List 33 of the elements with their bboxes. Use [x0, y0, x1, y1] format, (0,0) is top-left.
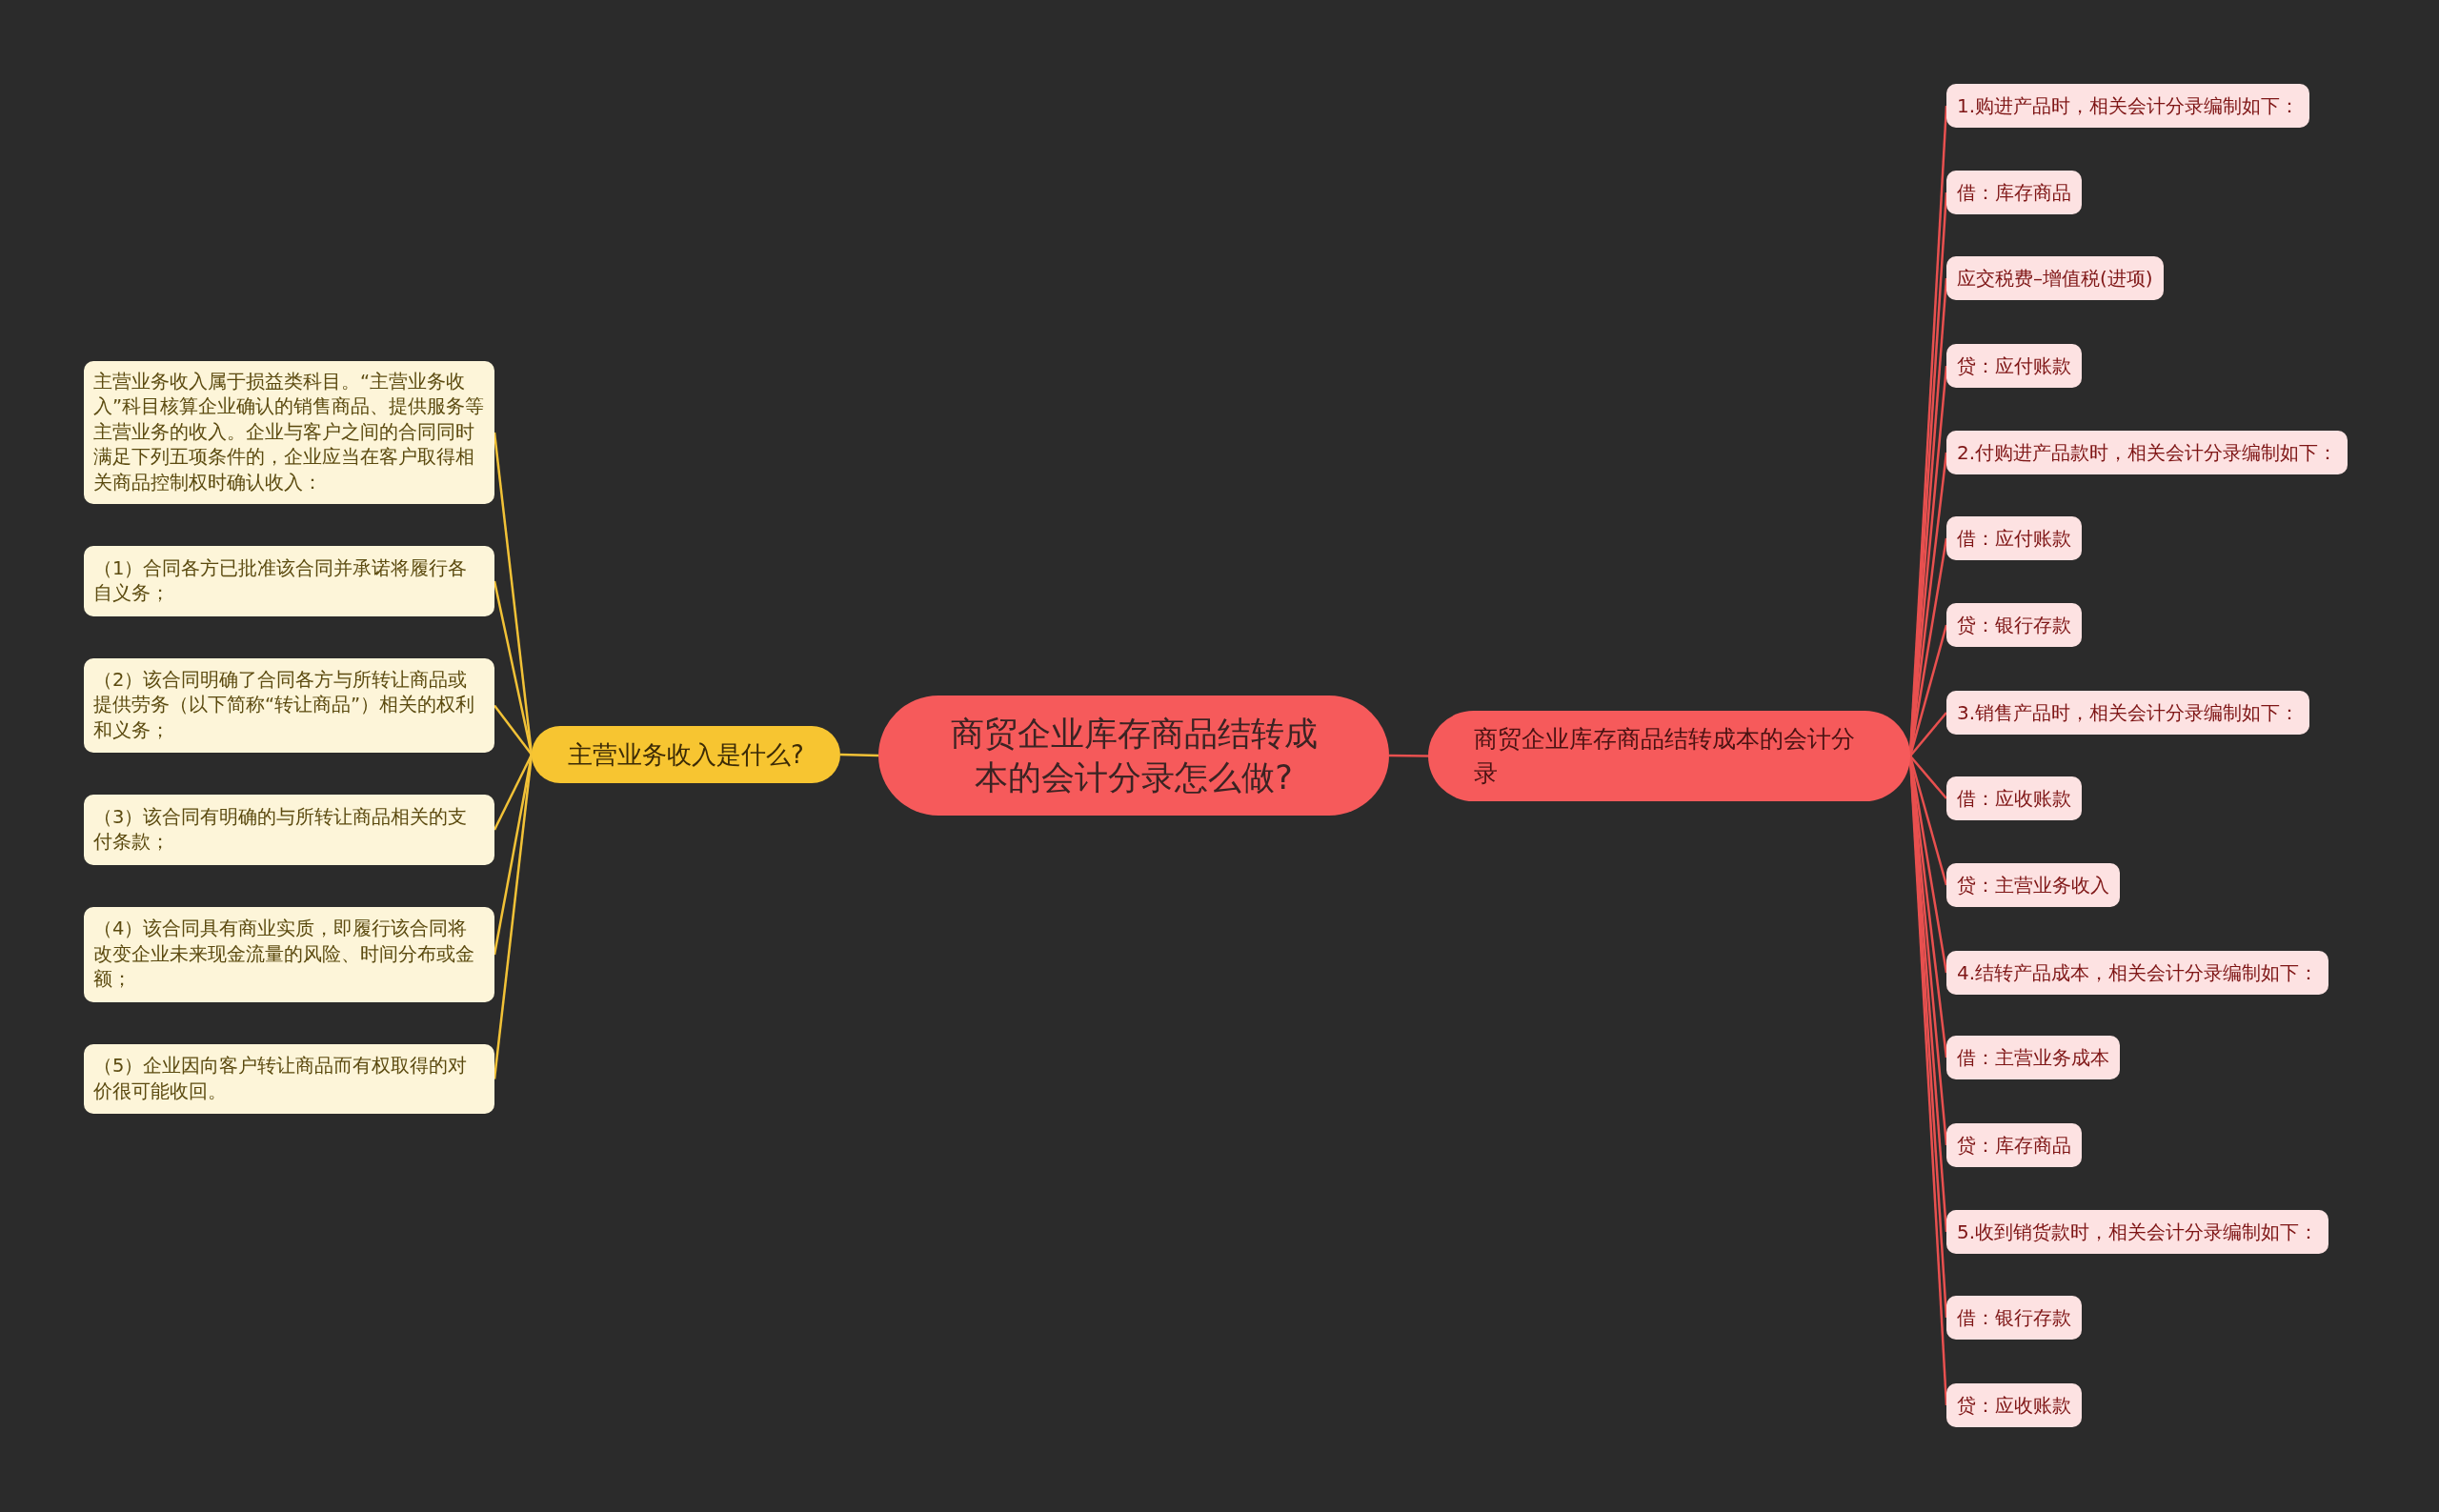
topic-card: 借：应付账款 — [1946, 516, 2082, 560]
topic-card: 2.付购进产品款时，相关会计分录编制如下： — [1946, 431, 2348, 474]
topic-card: 应交税费–增值税(进项) — [1946, 256, 2164, 300]
connector-line — [839, 753, 879, 757]
topic-card: 贷：主营业务收入 — [1946, 863, 2120, 907]
text-card: （1）合同各方已批准该合同并承诺将履行各自义务； — [84, 546, 494, 616]
topic-card: 贷：库存商品 — [1946, 1123, 2082, 1167]
topic-card: 贷：应收账款 — [1946, 1383, 2082, 1427]
text-card: （2）该合同明确了合同各方与所转让商品或提供劳务（以下简称“转让商品”）相关的权利和义务； — [84, 658, 494, 753]
connector-line — [493, 754, 534, 831]
branch-topic: 主营业务收入是什么? — [532, 726, 840, 783]
topic-card: 借：应收账款 — [1946, 776, 2082, 820]
connector-line — [493, 754, 534, 1079]
connector-line — [493, 754, 534, 956]
central-topic: 商贸企业库存商品结转成本的会计分录怎么做? — [878, 696, 1389, 816]
topic-card: 5.收到销货款时，相关会计分录编制如下： — [1946, 1210, 2329, 1254]
topic-card: 贷：应付账款 — [1946, 344, 2082, 388]
text-card: （3）该合同有明确的与所转让商品相关的支付条款； — [84, 795, 494, 865]
connector-line — [1389, 754, 1428, 757]
connector-line — [1909, 712, 1947, 757]
topic-card: 贷：银行存款 — [1946, 603, 2082, 647]
text-card: （5）企业因向客户转让商品而有权取得的对价很可能收回。 — [84, 1044, 494, 1114]
topic-card: 3.销售产品时，相关会计分录编制如下： — [1946, 691, 2310, 735]
branch-topic: 商贸企业库存商品结转成本的会计分录 — [1428, 711, 1910, 801]
text-card: 主营业务收入属于损益类科目。“主营业务收入”科目核算企业确认的销售商品、提供服务等主营业务的收入。企业与客户之间的合同同时满足下列五项条件的，企业应当在客户取得相关商品控制权时确认收入： — [84, 361, 494, 504]
topic-card: 借：库存商品 — [1946, 171, 2082, 214]
topic-card: 4.结转产品成本，相关会计分录编制如下： — [1946, 951, 2329, 995]
topic-card: 借：主营业务成本 — [1946, 1036, 2120, 1079]
connector-line — [494, 704, 533, 756]
connector-line — [1909, 755, 1947, 799]
topic-card: 1.购进产品时，相关会计分录编制如下： — [1946, 84, 2310, 128]
text-card: （4）该合同具有商业实质，即履行该合同将改变企业未来现金流量的风险、时间分布或金额； — [84, 907, 494, 1002]
topic-card: 借：银行存款 — [1946, 1296, 2082, 1340]
